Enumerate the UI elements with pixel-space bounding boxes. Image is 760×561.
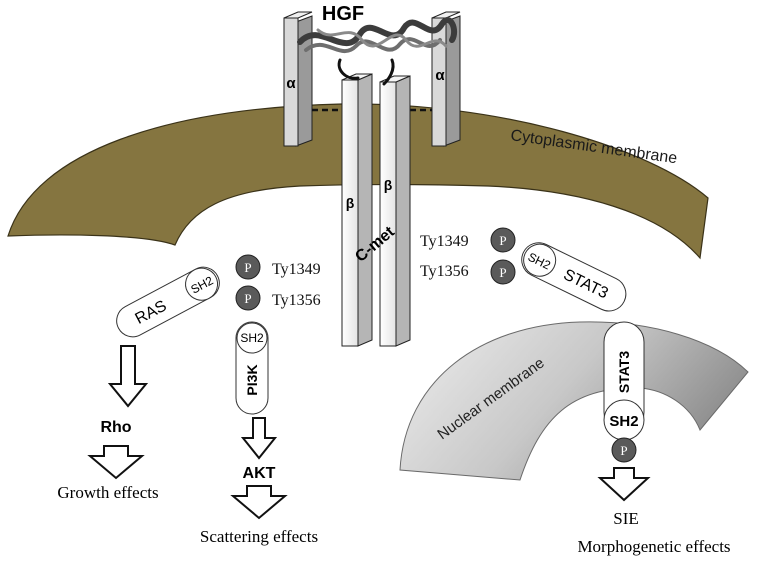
phospho-site-left-2: P — [235, 285, 261, 311]
stat3-nuclear: STAT3 SH2 P — [603, 321, 645, 463]
tyrosine-site-left-1: Ty1349 — [272, 261, 321, 278]
nuclear-membrane — [399, 321, 749, 481]
stat3-phospho-label: P — [620, 443, 627, 458]
arrow-rho-to-growth — [87, 445, 145, 480]
alpha-label-left: α — [286, 75, 296, 92]
akt-label: AKT — [243, 465, 276, 482]
beta-chain-left: β — [341, 73, 373, 347]
tyrosine-site-right-2: Ty1356 — [420, 263, 469, 280]
alpha-label-right: α — [435, 67, 445, 84]
phospho-p-label: P — [244, 260, 251, 275]
tyrosine-site-left-2: Ty1356 — [272, 292, 321, 309]
pi3k-label: PI3K — [244, 364, 260, 395]
hgf-label: HGF — [322, 3, 364, 25]
arrow-stat3-to-sie — [597, 467, 651, 502]
beta-label-right: β — [384, 177, 393, 193]
phospho-site-left-1: P — [235, 254, 261, 280]
arrow-ras-to-rho — [107, 345, 149, 408]
tyrosine-site-right-1: Ty1349 — [420, 233, 469, 250]
ras-adapter: RAS SH2 — [116, 266, 220, 338]
phospho-p-label: P — [244, 291, 251, 306]
arrow-pi3k-to-akt — [240, 417, 278, 460]
pi3k-sh2-label: SH2 — [240, 331, 264, 345]
phospho-site-right-1: P — [490, 227, 516, 253]
phospho-site-right-2: P — [490, 259, 516, 285]
pi3k-adapter: SH2 PI3K — [235, 321, 269, 415]
growth-effects-label: Growth effects — [57, 483, 158, 502]
morphogenetic-effects-label: Morphogenetic effects — [577, 537, 730, 556]
beta-label-left: β — [346, 195, 355, 211]
phospho-p-label: P — [499, 233, 506, 248]
rho-label: Rho — [100, 419, 131, 436]
phospho-p-label: P — [499, 265, 506, 280]
stat3-nuclear-label: STAT3 — [616, 351, 632, 393]
arrow-akt-to-scattering — [230, 485, 288, 520]
alpha-chain-left: α — [283, 11, 313, 147]
stat3-cytoplasmic: SH2 STAT3 — [521, 242, 627, 312]
sie-label: SIE — [613, 509, 639, 528]
scattering-effects-label: Scattering effects — [200, 527, 318, 546]
alpha-chain-right: α — [431, 11, 461, 147]
beta-chain-right: β — [379, 75, 411, 347]
hgf-ligand — [297, 17, 458, 86]
stat3-nuclear-sh2-label: SH2 — [609, 413, 638, 430]
